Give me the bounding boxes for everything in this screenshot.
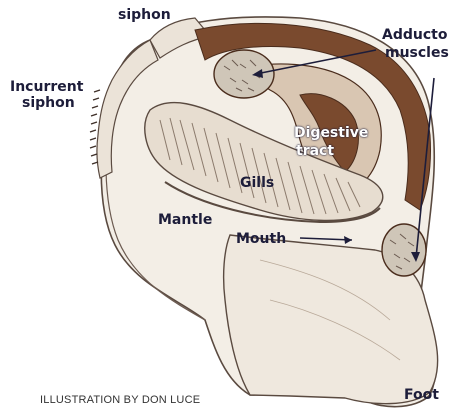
- label-foot: Foot: [404, 388, 439, 403]
- posterior-adductor-muscle: [214, 50, 274, 98]
- illustration-credit: ILLUSTRATION BY DON LUCE: [40, 394, 200, 406]
- label-digestive-2: tract: [296, 144, 334, 159]
- label-adductor-1: Adducto: [382, 28, 447, 43]
- label-mantle: Mantle: [158, 213, 212, 228]
- label-mouth: Mouth: [236, 232, 286, 247]
- label-incurrent-siphon-2: siphon: [22, 96, 75, 111]
- label-incurrent-siphon-1: Incurrent: [10, 80, 83, 95]
- label-digestive-1: Digestive: [294, 126, 368, 141]
- label-gills: Gills: [240, 176, 274, 191]
- label-excurrent-siphon: siphon: [118, 8, 171, 23]
- label-adductor-2: muscles: [385, 46, 449, 61]
